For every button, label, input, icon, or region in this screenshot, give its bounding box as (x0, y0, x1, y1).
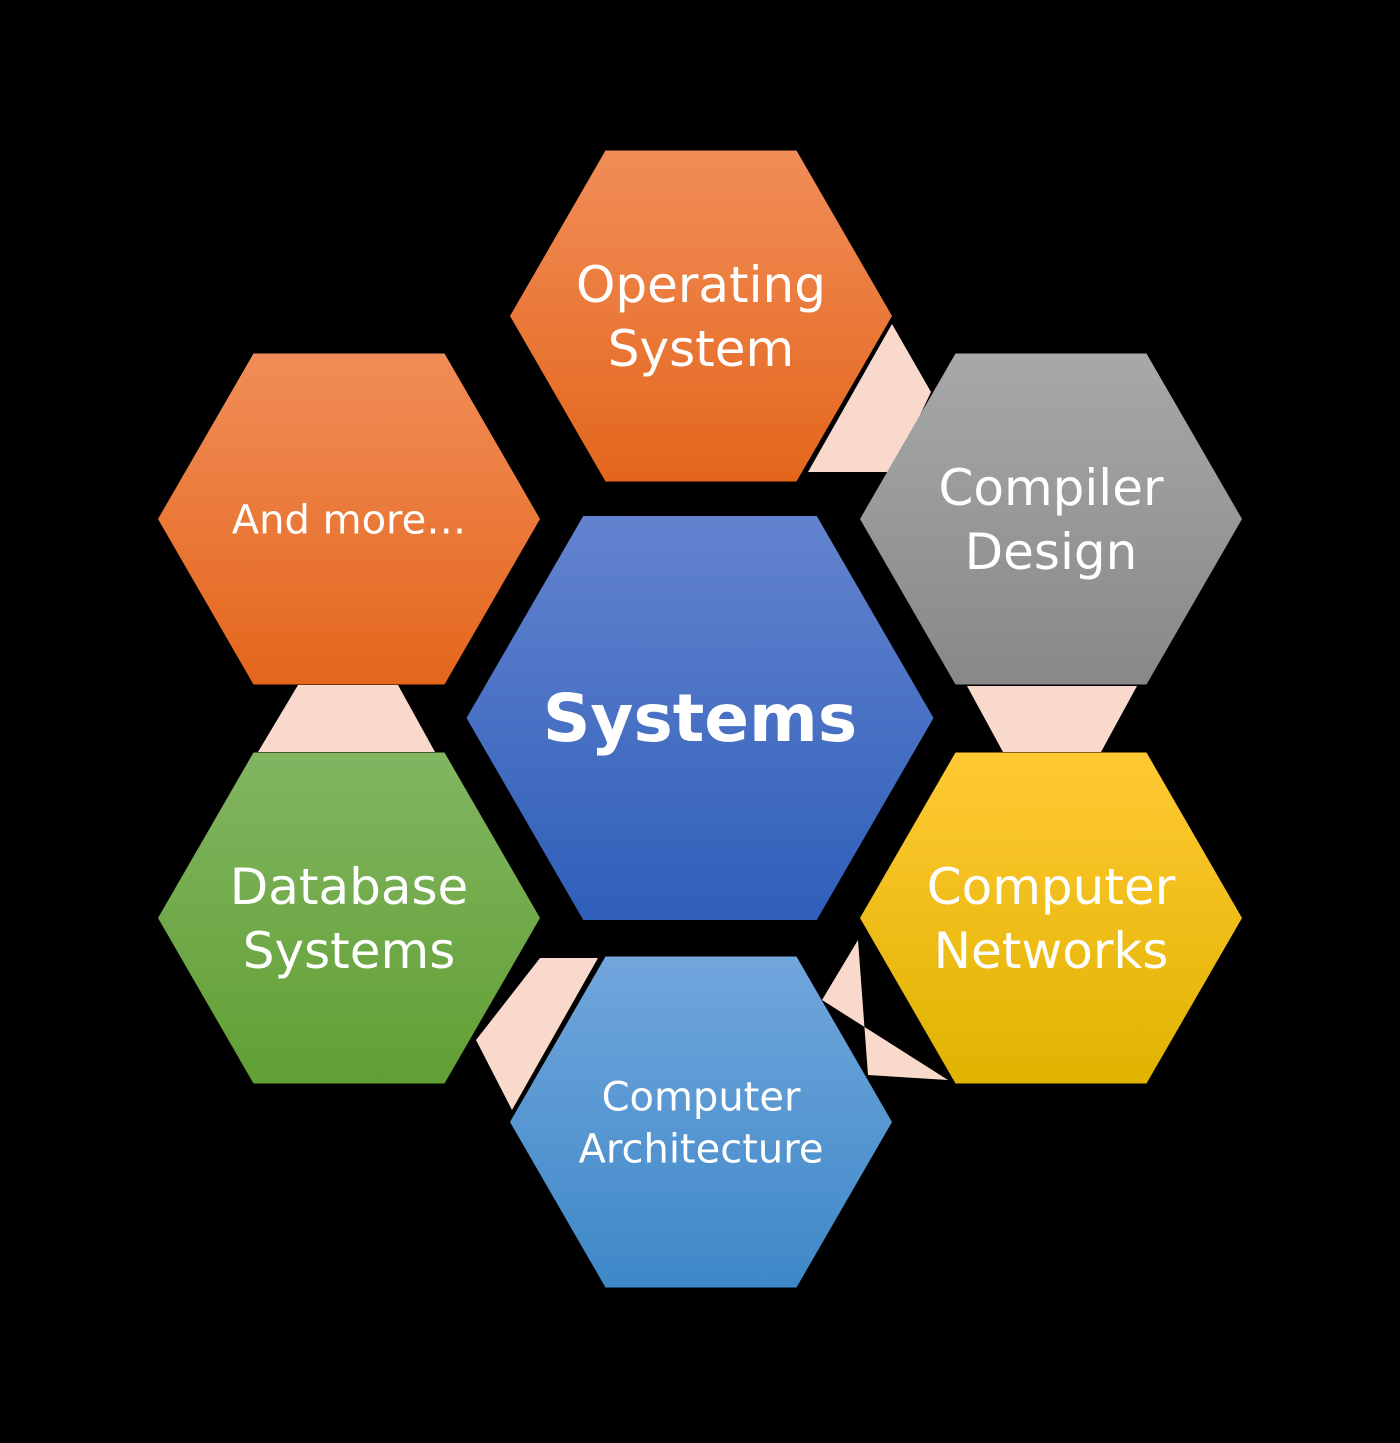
topic-hexagon (158, 752, 540, 1084)
center-hexagon (466, 516, 934, 920)
connector-band (967, 686, 1137, 752)
topic-hexagon (860, 353, 1242, 685)
topic-label-line: Systems (243, 922, 456, 980)
topic-label-line: System (608, 320, 794, 378)
connector-band (258, 685, 435, 752)
topic-label-line: Computer (927, 858, 1176, 916)
connector-band (822, 940, 948, 1080)
topic-label-line: Computer (602, 1074, 801, 1120)
topic-label-line: Networks (934, 922, 1169, 980)
center-hexagon-group: Systems (466, 516, 934, 920)
topic-hexagon (860, 752, 1242, 1084)
connector-group (258, 324, 1137, 1110)
topic-label-line: Design (965, 523, 1138, 581)
topic-label-line: Database (230, 858, 469, 916)
topic-and-more: And more… (158, 353, 540, 685)
topic-hexagon-group: OperatingSystemCompilerDesignComputerNet… (158, 150, 1242, 1288)
topic-hexagon (510, 150, 892, 482)
center-label: Systems (543, 680, 857, 757)
topic-label-line: Compiler (938, 459, 1163, 517)
connector-band (808, 324, 931, 472)
topic-hexagon (510, 956, 892, 1288)
topic-label-line: Architecture (579, 1126, 824, 1172)
topic-label-line: And more… (232, 497, 466, 543)
connector-band (476, 958, 598, 1110)
topic-label-line: Operating (576, 256, 826, 314)
topic-hexagon (158, 353, 540, 685)
